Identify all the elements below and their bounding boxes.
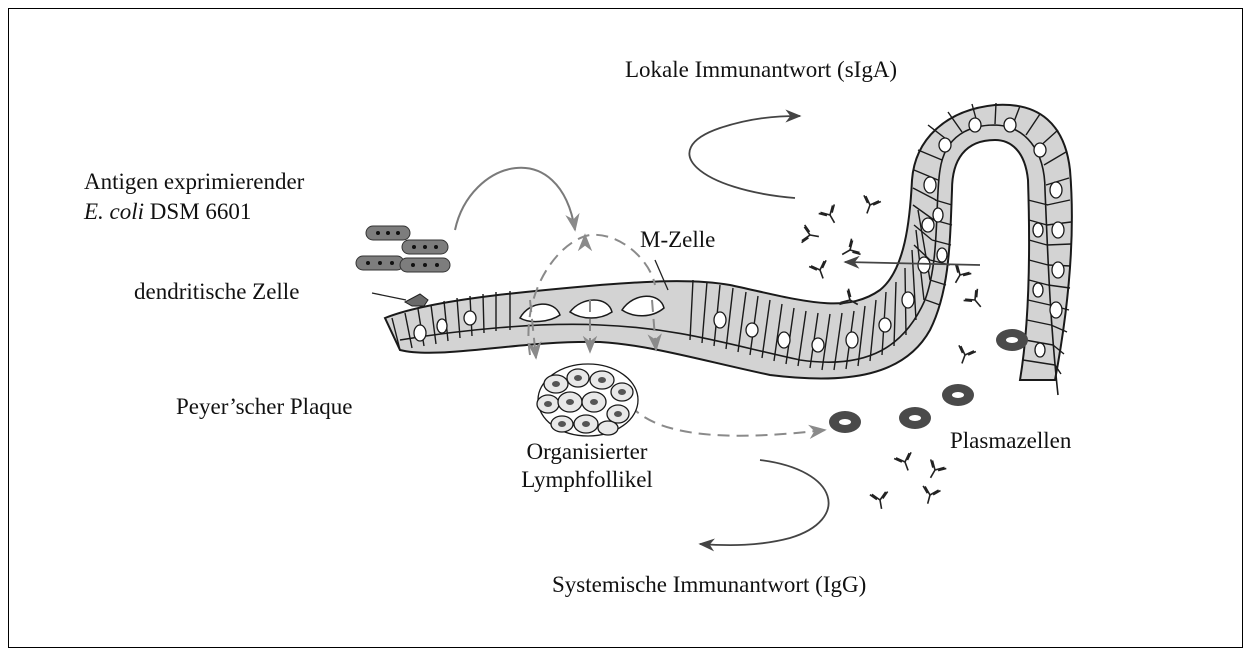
bacterium: [400, 258, 450, 272]
plasma-cell: [942, 384, 974, 406]
epithelium-band: [385, 105, 1072, 380]
igg-antibodies: [870, 452, 946, 510]
antibody: [953, 345, 975, 366]
antibody: [802, 225, 821, 246]
plasma-cell: [829, 411, 861, 433]
lymph-follicle: [537, 364, 638, 436]
local-response-arrow: [689, 116, 800, 198]
dendritic-cell-label: dendritische Zelle: [134, 278, 299, 306]
antibody: [923, 459, 947, 482]
antibody: [870, 492, 891, 511]
dendritic-cell: [405, 294, 428, 306]
antibody: [948, 264, 972, 287]
e-coli-bacteria: [356, 226, 450, 272]
antibody: [838, 239, 861, 263]
antibody: [919, 486, 941, 506]
antigen-species: E. coli: [84, 199, 144, 224]
antigen-label-line2: E. coli DSM 6601: [84, 198, 251, 226]
antibody: [858, 195, 880, 216]
bacterium: [366, 226, 410, 240]
follicle-label-line1: Organisierter: [512, 438, 662, 466]
antigen-strain: DSM 6601: [150, 199, 252, 224]
peyers-patch-label: Peyer’scher Plaque: [176, 393, 353, 421]
follicle-label: Organisierter Lymphfollikel: [512, 438, 662, 493]
immune-response-diagram: [0, 0, 1253, 630]
antibody: [964, 289, 988, 313]
plasma-cell: [996, 329, 1028, 351]
plasma-cells-label: Plasmazellen: [950, 427, 1071, 455]
dendritic-cell-pointer: [372, 293, 406, 300]
plasma-cell: [899, 407, 931, 429]
bacterium: [402, 240, 448, 254]
follicle-label-line2: Lymphfollikel: [512, 466, 662, 494]
antibody: [809, 260, 831, 281]
m-cell-label: M-Zelle: [640, 226, 715, 254]
antibody: [819, 204, 843, 227]
antigen-label-line1: Antigen exprimierender: [84, 168, 304, 196]
systemic-response-arrow: [700, 460, 829, 545]
local-response-label: Lokale Immunantwort (sIgA): [625, 56, 897, 84]
intestinal-epithelium: [385, 103, 1072, 395]
bacterium: [356, 256, 404, 270]
antibody: [894, 452, 916, 473]
systemic-response-label: Systemische Immunantwort (IgG): [552, 571, 866, 599]
antigen-uptake-arrow: [455, 168, 575, 230]
